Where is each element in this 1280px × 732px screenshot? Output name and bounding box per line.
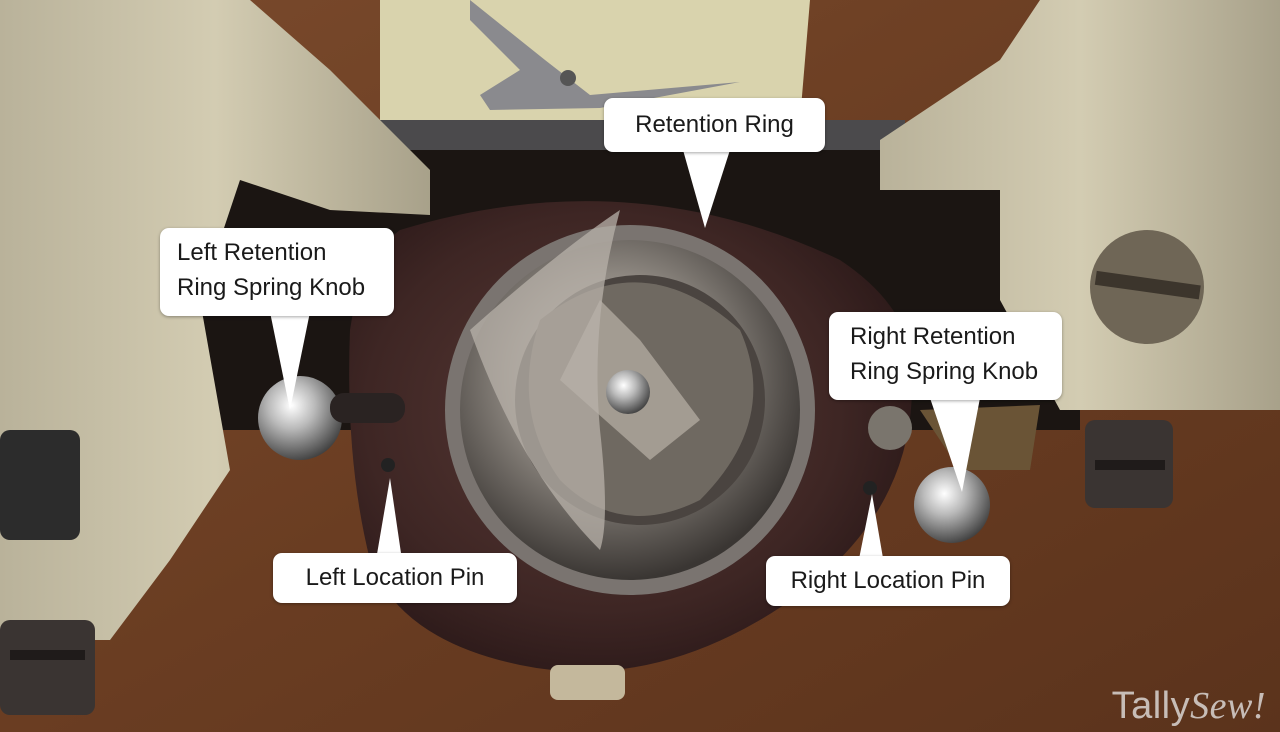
retention-ring-pointer <box>683 150 730 228</box>
bobbin-case-latch <box>606 370 650 414</box>
right-pin-pointer <box>858 494 884 564</box>
right-knob-pointer <box>930 398 980 492</box>
right-knob-line2: Ring Spring Knob <box>850 358 1039 385</box>
hook-point <box>470 210 620 550</box>
right-spring-knob <box>914 467 990 543</box>
left-foot-screw <box>0 620 95 715</box>
watermark-part1: Tally <box>1111 685 1191 727</box>
left-location-pin <box>381 458 395 472</box>
left-knob-pointer <box>270 312 310 410</box>
left-knob-line1: Left Retention <box>177 239 327 266</box>
bottom-bolt <box>550 665 625 700</box>
retention-ring-label: Retention Ring <box>604 98 825 152</box>
left-knob-line2: Ring Spring Knob <box>177 274 366 301</box>
right-spring-knob-label: Right Retention Ring Spring Knob <box>829 312 1062 400</box>
right-pin-text: Right Location Pin <box>790 567 986 594</box>
watermark-part2: Sew! <box>1190 685 1266 727</box>
left-pin-pointer <box>376 478 402 560</box>
presser-foot-metal <box>470 0 740 110</box>
right-location-pin <box>863 481 877 495</box>
left-spring-knob-label: Left Retention Ring Spring Knob <box>160 228 394 316</box>
left-pin-text: Left Location Pin <box>305 564 485 591</box>
right-location-pin-label: Right Location Pin <box>766 556 1010 606</box>
retention-ring-text: Retention Ring <box>635 111 794 138</box>
brand-watermark: TallySew! <box>1112 684 1266 728</box>
left-location-pin-label: Left Location Pin <box>273 553 517 603</box>
left-casting <box>0 0 430 640</box>
left-spring-knob <box>258 376 342 460</box>
right-knob-line1: Right Retention <box>850 323 1016 350</box>
